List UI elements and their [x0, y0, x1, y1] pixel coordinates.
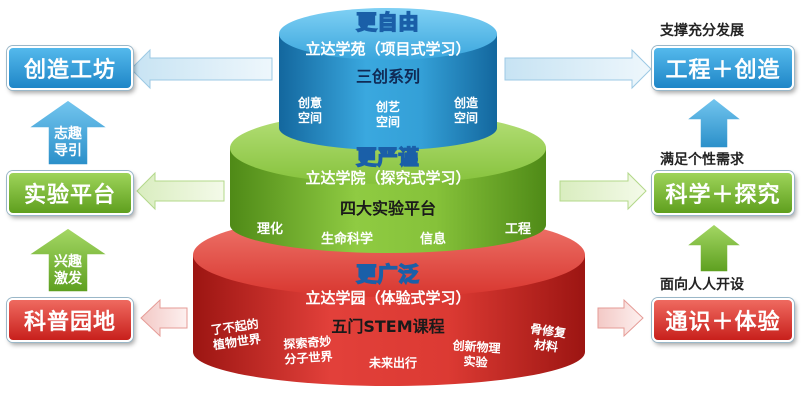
- top-tier: [279, 8, 497, 150]
- bottom-item: 探索奇妙 分子世界: [275, 334, 341, 368]
- arrow-middle-to-right: [559, 171, 647, 211]
- box-experiment-platform: 实验平台: [7, 171, 133, 215]
- caption-individual-needs: 满足个性需求: [660, 152, 744, 168]
- bottom-subtitle: 五门STEM课程: [331, 317, 445, 336]
- top-item-line1: 创艺: [375, 100, 400, 114]
- bottom-item: 未来出行: [358, 356, 428, 371]
- arrow-label-line1: 志趣: [54, 126, 82, 142]
- arrow-top-to-left: [130, 48, 273, 90]
- arrow-middle-to-left: [136, 171, 225, 211]
- caption-open-to-all: 面向人人开设: [660, 277, 744, 293]
- middle-item: 理化: [256, 222, 283, 237]
- top-item-line2: 空间: [297, 111, 322, 125]
- middle-subtitle: 四大实验平台: [339, 199, 436, 218]
- top-item-line1: 创意: [297, 96, 322, 110]
- bottom-title: 立达学园（体验式学习）: [305, 289, 471, 307]
- top-subtitle: 三创系列: [355, 67, 420, 86]
- top-item: 创造 空间: [446, 96, 486, 126]
- middle-title: 立达学院（探究式学习）: [305, 169, 471, 187]
- top-title: 立达学苑（项目式学习）: [305, 40, 471, 58]
- arrow-label-interest-stimulation: 兴趣 激发: [48, 254, 88, 288]
- arrow-label-line2: 导引: [54, 143, 82, 159]
- arrow-label-line1: 兴趣: [54, 254, 82, 270]
- up-arrow-left-blue: [25, 99, 111, 166]
- up-arrow-left-green: [25, 227, 111, 293]
- box-creation-workshop: 创造工坊: [7, 46, 133, 90]
- arrow-bottom-to-right: [597, 298, 644, 338]
- top-item: 创意 空间: [290, 96, 330, 126]
- caption-support-development: 支撑充分发展: [660, 23, 744, 39]
- up-arrow-right-green: [683, 223, 745, 273]
- top-item-line1: 创造: [453, 96, 478, 110]
- arrow-label-line2: 激发: [54, 271, 82, 287]
- arrow-bottom-to-left: [140, 298, 188, 338]
- top-motto: 更自由: [356, 9, 420, 35]
- top-item: 创艺 空间: [368, 100, 408, 130]
- box-engineering-creation: 工程＋创造: [652, 46, 794, 90]
- bottom-item: 创新物理 实验: [445, 338, 507, 372]
- arrow-label-interest-guidance: 志趣 导引: [48, 126, 88, 160]
- arrow-top-to-right: [504, 48, 652, 90]
- top-item-line2: 空间: [453, 111, 478, 125]
- middle-motto: 更严谨: [356, 144, 420, 170]
- box-general-experience: 通识＋体验: [652, 298, 794, 342]
- up-arrow-right-blue: [683, 97, 745, 149]
- bottom-item-line1: 未来出行: [368, 356, 417, 370]
- bottom-motto: 更广泛: [356, 261, 420, 287]
- middle-item: 工程: [504, 222, 531, 237]
- box-science-inquiry: 科学＋探究: [652, 171, 794, 215]
- box-popular-science: 科普园地: [7, 298, 133, 342]
- middle-item: 生命科学: [320, 232, 373, 247]
- middle-item: 信息: [419, 232, 446, 247]
- top-item-line2: 空间: [375, 115, 400, 129]
